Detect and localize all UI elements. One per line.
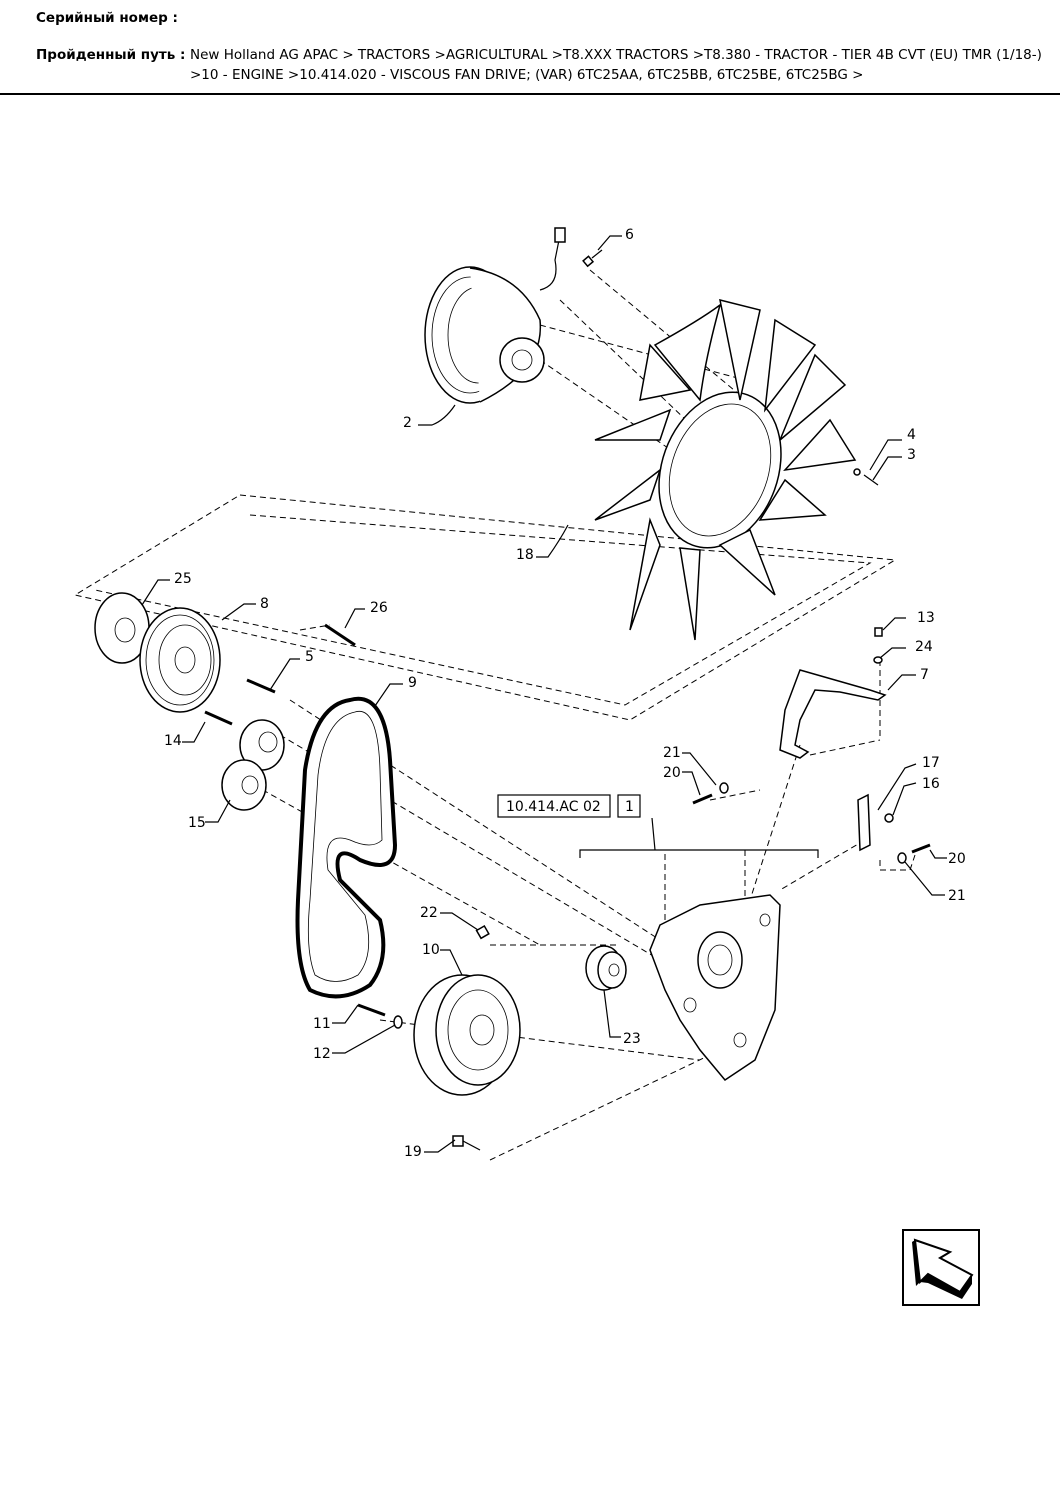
callout-17[interactable]: 17	[922, 755, 940, 771]
bracket-17[interactable]	[857, 793, 871, 852]
bolt-20-right[interactable]	[911, 843, 931, 854]
callout-6[interactable]: 6	[625, 227, 634, 243]
bolt-22[interactable]	[475, 925, 490, 940]
washer-24[interactable]	[873, 656, 883, 664]
callout-20-left[interactable]: 20	[663, 765, 681, 781]
callout-7[interactable]: 7	[920, 667, 929, 683]
callout-18[interactable]: 18	[516, 547, 534, 563]
washer-12[interactable]	[393, 1015, 403, 1029]
stud-26[interactable]	[324, 623, 356, 647]
callout-23[interactable]: 23	[623, 1031, 641, 1047]
callout-4[interactable]: 4	[907, 427, 916, 443]
washer-21-right[interactable]	[897, 852, 907, 864]
callout-24[interactable]: 24	[915, 639, 933, 655]
bolt-13[interactable]	[874, 627, 883, 637]
leader-lines	[141, 235, 947, 1153]
callout-5[interactable]: 5	[305, 649, 314, 665]
fan-support-bracket[interactable]	[649, 894, 781, 1081]
callout-21-right[interactable]: 21	[948, 888, 966, 904]
drive-belt-9[interactable]	[295, 696, 398, 999]
callout-2[interactable]: 2	[403, 415, 412, 431]
bracket-7[interactable]	[779, 669, 887, 759]
callout-20-right[interactable]: 20	[948, 851, 966, 867]
bolt-3-4[interactable]	[853, 468, 879, 486]
breadcrumb-line-2[interactable]: >10 - ENGINE >10.414.020 - VISCOUS FAN D…	[190, 67, 864, 83]
bolt-14[interactable]	[204, 710, 233, 726]
bolt-19[interactable]	[452, 1135, 481, 1151]
callout-8[interactable]: 8	[260, 596, 269, 612]
washer-21-left[interactable]	[719, 782, 729, 794]
callout-21-left[interactable]: 21	[663, 745, 681, 761]
callout-3[interactable]: 3	[907, 447, 916, 463]
belt-tensioner-15[interactable]	[221, 719, 285, 811]
callout-25[interactable]: 25	[174, 571, 192, 587]
stud-5[interactable]	[246, 678, 276, 694]
breadcrumb-line-1[interactable]: New Holland AG APAC > TRACTORS >AGRICULT…	[190, 47, 1042, 63]
callout-15[interactable]: 15	[188, 815, 206, 831]
bolt-11[interactable]	[357, 1003, 386, 1017]
reference-index[interactable]: 1	[625, 799, 634, 815]
callout-11[interactable]: 11	[313, 1016, 331, 1032]
return-arrow-icon[interactable]	[902, 1229, 980, 1306]
serial-number-label: Серийный номер :	[36, 10, 178, 26]
bolt-16[interactable]	[884, 813, 894, 823]
callout-numbers: 2 3 4 5 6 7 8 9 10 11 12 13 14 15 16 17 …	[164, 227, 966, 1160]
bolt-20-left[interactable]	[692, 793, 713, 805]
path-label: Пройденный путь :	[36, 47, 186, 63]
callout-22[interactable]: 22	[420, 905, 438, 921]
cooling-fan[interactable]	[594, 298, 857, 641]
header-divider	[0, 93, 1060, 95]
callout-16[interactable]: 16	[922, 776, 940, 792]
reference-link[interactable]: 10.414.AC 02 1	[497, 794, 641, 818]
callout-14[interactable]: 14	[164, 733, 182, 749]
group-bracket	[579, 817, 819, 858]
callout-13[interactable]: 13	[917, 610, 935, 626]
viscous-fan-clutch[interactable]	[424, 227, 566, 404]
fan-pulley-8[interactable]	[139, 607, 221, 713]
callout-19[interactable]: 19	[404, 1144, 422, 1160]
crank-pulley-10[interactable]	[413, 974, 521, 1096]
bolt-6[interactable]	[582, 249, 603, 268]
reference-label[interactable]: 10.414.AC 02	[506, 799, 601, 815]
idler-pulley-23[interactable]	[585, 945, 627, 991]
callout-26[interactable]: 26	[370, 600, 388, 616]
callout-9[interactable]: 9	[408, 675, 417, 691]
callout-10[interactable]: 10	[422, 942, 440, 958]
callout-12[interactable]: 12	[313, 1046, 331, 1062]
